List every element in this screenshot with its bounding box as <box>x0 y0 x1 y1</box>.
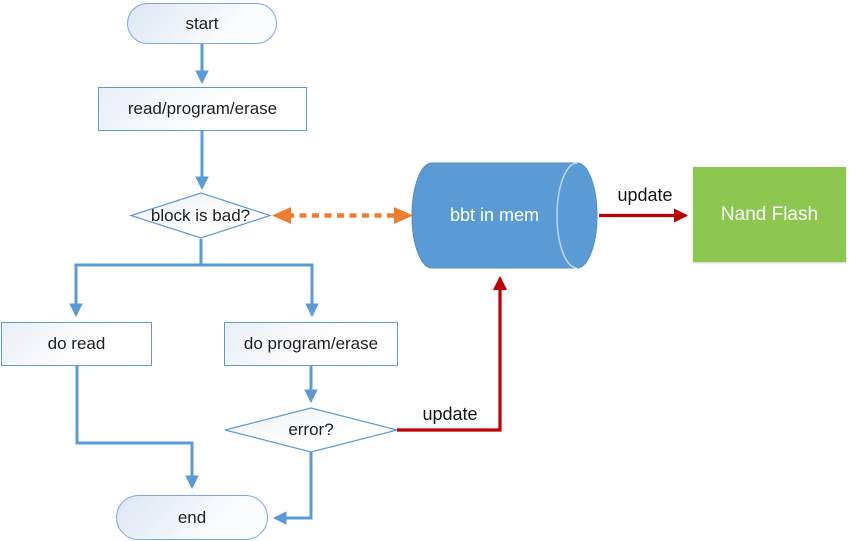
node-nand-flash[interactable]: Nand Flash <box>693 167 846 262</box>
edge-do-read-to-end <box>75 366 199 490</box>
node-read-program-erase-label: read/program/erase <box>127 99 278 118</box>
sync-arrowhead-left <box>272 207 291 224</box>
node-end-label: end <box>177 507 207 527</box>
sync-arrowhead-right <box>394 207 413 224</box>
node-do-program-erase-label: do program/erase <box>243 334 379 353</box>
node-start-label: start <box>185 13 219 33</box>
node-do-read-label: do read <box>47 334 106 353</box>
storage-bbt-in-mem-shape[interactable] <box>411 162 598 269</box>
edge-error-to-end <box>272 452 313 525</box>
storage-cap-seam <box>556 162 578 269</box>
edge-label-update-to-bbt: update <box>422 404 478 424</box>
node-do-program-erase[interactable]: do program/erase <box>224 322 398 366</box>
decision-error-shape[interactable] <box>224 407 398 453</box>
edge-error-to-bbt <box>397 275 508 432</box>
node-nand-flash-label: Nand Flash <box>720 203 819 225</box>
edge-label-update-to-nand: update <box>617 185 673 205</box>
decision-block-is-bad-shape[interactable] <box>129 192 272 239</box>
node-read-program-erase[interactable]: read/program/erase <box>98 87 307 131</box>
node-do-read[interactable]: do read <box>1 322 152 366</box>
node-start[interactable]: start <box>127 3 277 44</box>
node-end[interactable]: end <box>116 495 268 540</box>
